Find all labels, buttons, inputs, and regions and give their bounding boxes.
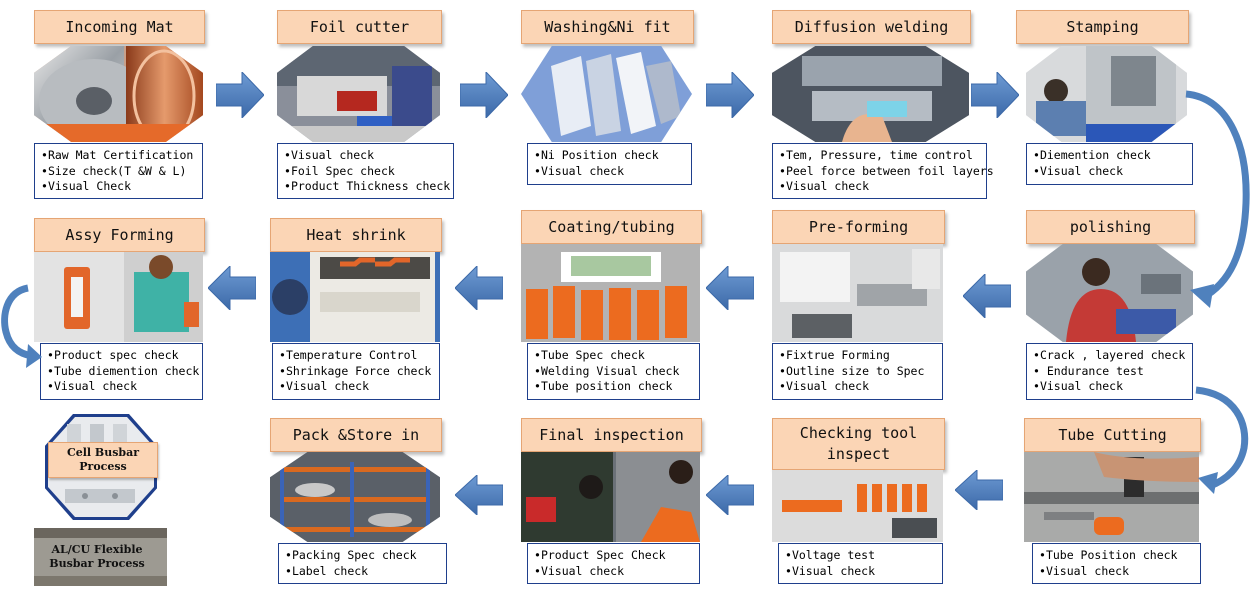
check-item: Visual check bbox=[1033, 164, 1186, 180]
checklist: Tem, Pressure, time control Peel force b… bbox=[772, 143, 994, 199]
coating-tubing-photo bbox=[521, 244, 700, 342]
block-arrow-icon bbox=[455, 475, 503, 515]
check-item: Product Thickness check bbox=[284, 179, 450, 195]
checklist: Product spec check Tube diemention check… bbox=[40, 343, 203, 400]
check-item: Shrinkage Force check bbox=[279, 364, 433, 380]
step-title: Stamping bbox=[1016, 10, 1189, 44]
checking-tool-photo bbox=[772, 470, 943, 542]
checklist: Packing Spec check Label check bbox=[278, 543, 447, 584]
check-item: Visual check bbox=[279, 379, 433, 395]
block-arrow-icon bbox=[706, 266, 754, 310]
check-item: Product Spec Check bbox=[534, 548, 693, 564]
check-item: Temperature Control bbox=[279, 348, 433, 364]
check-item: Visual check bbox=[284, 148, 447, 164]
assy-forming-photo bbox=[34, 252, 203, 342]
checklist: Tube Position check Visual check bbox=[1032, 543, 1201, 584]
step-title: Checking tool inspect bbox=[772, 418, 945, 470]
step-title: Diffusion welding bbox=[772, 10, 971, 44]
check-item: Product spec check bbox=[47, 348, 196, 364]
step-title: Washing&Ni fit bbox=[521, 10, 694, 44]
checklist: Ni Position check Visual check bbox=[527, 143, 692, 185]
check-item: Visual check bbox=[1033, 379, 1186, 395]
incoming-mat-photo bbox=[34, 46, 203, 142]
checklist: Temperature Control Shrinkage Force chec… bbox=[272, 343, 440, 400]
check-item: Diemention check bbox=[1033, 148, 1186, 164]
step-title: Pre-forming bbox=[772, 210, 945, 244]
check-item: Size check(T &W & L) bbox=[41, 164, 196, 180]
check-item: Peel force between foil layers bbox=[779, 164, 994, 180]
step-title: polishing bbox=[1026, 210, 1195, 244]
check-item: Visual Check bbox=[41, 179, 196, 195]
check-item: Fixtrue Forming bbox=[779, 348, 936, 364]
check-item: Raw Mat Certification bbox=[41, 148, 196, 164]
step-title: Coating/tubing bbox=[521, 210, 702, 244]
check-item: Visual check bbox=[534, 164, 685, 180]
block-arrow-icon bbox=[216, 72, 264, 118]
checklist: Fixtrue Forming Outline size to Spec Vis… bbox=[772, 343, 943, 400]
final-inspection-photo bbox=[521, 452, 700, 542]
check-item: Visual check bbox=[785, 564, 936, 580]
check-item: Visual check bbox=[779, 179, 980, 195]
flexible-busbar-photo bbox=[34, 528, 167, 586]
block-arrow-icon bbox=[460, 72, 508, 118]
step-title: Foil cutter bbox=[277, 10, 442, 44]
check-item: Tem, Pressure, time control bbox=[779, 148, 980, 164]
step-title: Pack &Store in bbox=[270, 418, 442, 452]
checklist: Tube Spec check Welding Visual check Tub… bbox=[527, 343, 700, 400]
check-item: Voltage test bbox=[785, 548, 936, 564]
check-item: Crack , layered check bbox=[1033, 348, 1186, 364]
polishing-photo bbox=[1026, 244, 1193, 342]
curved-arrow-icon bbox=[1195, 386, 1249, 494]
legend-label: Cell Busbar Process bbox=[48, 442, 158, 478]
check-item: Outline size to Spec bbox=[779, 364, 936, 380]
block-arrow-icon bbox=[706, 475, 754, 515]
check-item: Tube Spec check bbox=[534, 348, 693, 364]
check-item: Tube position check bbox=[534, 379, 693, 395]
check-item: Endurance test bbox=[1033, 364, 1186, 380]
curved-arrow-icon bbox=[1, 284, 42, 368]
washing-ni-fit-photo bbox=[521, 46, 692, 142]
block-arrow-icon bbox=[208, 266, 256, 310]
block-arrow-icon bbox=[706, 72, 754, 118]
check-item: Label check bbox=[285, 564, 440, 580]
check-item: Visual check bbox=[47, 379, 196, 395]
step-title: Heat shrink bbox=[270, 218, 442, 252]
checklist: Raw Mat Certification Size check(T &W & … bbox=[34, 143, 203, 199]
checklist: Product Spec Check Visual check bbox=[527, 543, 700, 584]
pack-store-photo bbox=[270, 452, 440, 542]
check-item: Welding Visual check bbox=[534, 364, 693, 380]
check-item: Packing Spec check bbox=[285, 548, 440, 564]
step-title: Final inspection bbox=[521, 418, 702, 452]
check-item: Visual check bbox=[534, 564, 693, 580]
check-item: Tube diemention check bbox=[47, 364, 199, 380]
heat-shrink-photo bbox=[270, 252, 440, 342]
block-arrow-icon bbox=[963, 274, 1011, 318]
pre-forming-photo bbox=[772, 244, 943, 342]
block-arrow-icon bbox=[955, 470, 1003, 510]
checklist: Diemention check Visual check bbox=[1026, 143, 1193, 185]
step-title: Tube Cutting bbox=[1024, 418, 1201, 452]
step-title: Assy Forming bbox=[34, 218, 205, 252]
curved-arrow-icon bbox=[1185, 90, 1250, 308]
checklist: Visual check Foil Spec check Product Thi… bbox=[277, 143, 454, 199]
block-arrow-icon bbox=[971, 72, 1019, 118]
check-item: Foil Spec check bbox=[284, 164, 447, 180]
check-item: Visual check bbox=[779, 379, 936, 395]
diffusion-welding-photo bbox=[772, 46, 969, 142]
check-item: Tube Position check bbox=[1039, 548, 1194, 564]
checklist: Voltage test Visual check bbox=[778, 543, 943, 584]
step-title: Incoming Mat bbox=[34, 10, 205, 44]
check-item: Ni Position check bbox=[534, 148, 685, 164]
foil-cutter-photo bbox=[277, 46, 440, 142]
tube-cutting-photo bbox=[1024, 452, 1199, 542]
legend-label: AL/CU Flexible Busbar Process bbox=[49, 543, 145, 570]
check-item: Visual check bbox=[1039, 564, 1194, 580]
checklist: Crack , layered check Endurance test Vis… bbox=[1026, 343, 1193, 400]
stamping-photo bbox=[1026, 46, 1187, 142]
block-arrow-icon bbox=[455, 266, 503, 310]
